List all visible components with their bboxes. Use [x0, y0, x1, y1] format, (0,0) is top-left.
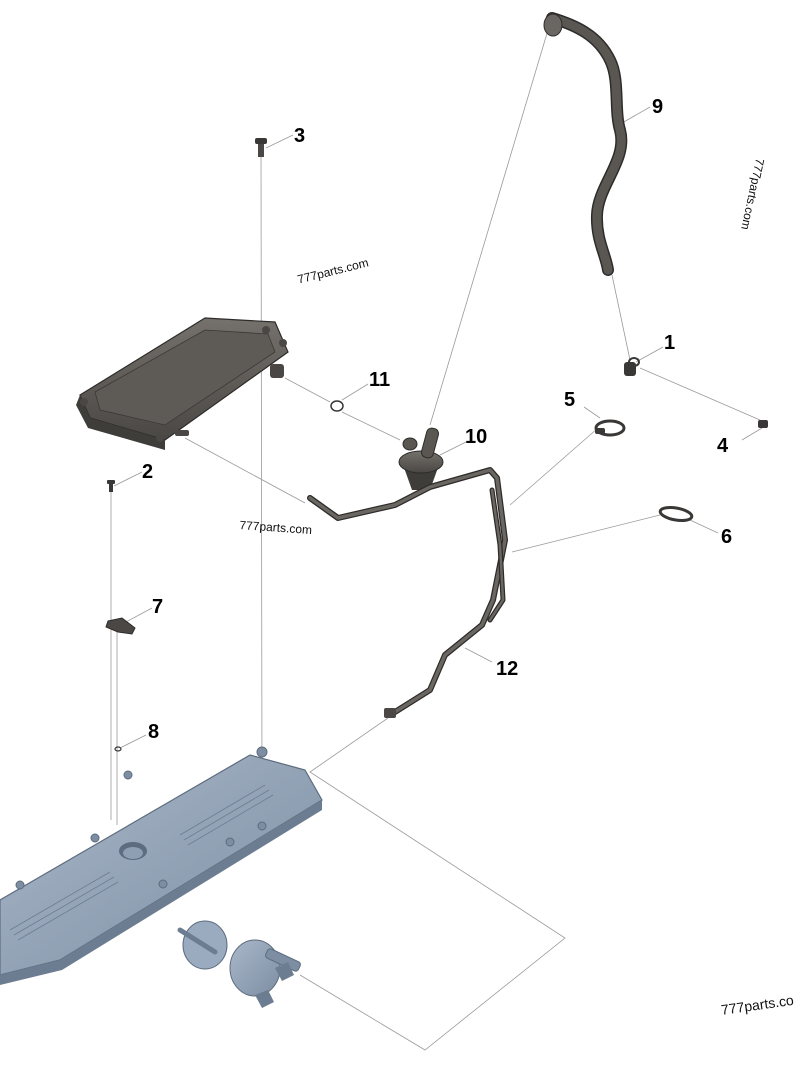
- part-2-bolt[interactable]: [107, 480, 115, 492]
- leader-line-6-to-12: [511, 514, 661, 553]
- leader-line-9-to-10: [429, 29, 549, 426]
- leader-line-11-to-housing: [284, 377, 331, 403]
- callout-9: 9: [652, 96, 664, 118]
- callout-4: 4: [717, 435, 729, 457]
- leader-line-12-callout: [464, 647, 493, 663]
- callout-11: 11: [369, 369, 391, 391]
- part-11-o-ring[interactable]: [330, 400, 344, 412]
- leader-line-9-callout: [621, 106, 651, 124]
- leader-line-3-callout: [265, 134, 294, 149]
- callout-5: 5: [564, 389, 576, 411]
- callout-7: 7: [152, 596, 164, 618]
- callout-2: 2: [142, 461, 154, 483]
- part-7-sensor[interactable]: [105, 617, 136, 635]
- part-8-o-ring[interactable]: [114, 746, 122, 752]
- leader-line-3: [260, 149, 263, 791]
- part-valve-cover[interactable]: [0, 746, 323, 985]
- leader-line-housing-to-12: [184, 437, 306, 504]
- leader-line-12-to-cover: [299, 717, 566, 1051]
- callout-12: 12: [496, 658, 519, 680]
- part-housing-dark[interactable]: [76, 317, 289, 450]
- leader-line-4-callout: [741, 427, 763, 441]
- leader-line-10-callout: [439, 441, 467, 456]
- callout-10: 10: [465, 426, 488, 448]
- leader-lines: [110, 29, 763, 1051]
- part-12-pipe[interactable]: [307, 467, 508, 718]
- leader-line-6-callout: [689, 519, 719, 534]
- part-10-valve[interactable]: [398, 427, 444, 490]
- leader-line-8-callout: [119, 734, 147, 749]
- part-4-bolt[interactable]: [758, 420, 768, 428]
- leader-line-9-to-1: [611, 274, 631, 361]
- callout-1: 1: [664, 332, 676, 354]
- part-6-seal-ring[interactable]: [658, 505, 694, 523]
- callout-6: 6: [721, 526, 733, 548]
- part-1-clip[interactable]: [624, 357, 640, 376]
- leader-line-1-to-4: [639, 367, 761, 421]
- leader-line-11-callout: [341, 383, 369, 401]
- leader-line-7-callout: [125, 607, 153, 623]
- leader-line-11-to-10: [341, 411, 401, 441]
- leader-line-5-to-12: [509, 427, 599, 506]
- leader-line-1-callout: [635, 346, 664, 363]
- part-9-hose[interactable]: [543, 12, 628, 276]
- callout-3: 3: [294, 125, 306, 147]
- part-3-bolt[interactable]: [255, 138, 267, 157]
- leader-line-2-callout: [113, 471, 143, 487]
- part-5-clamp[interactable]: [594, 419, 626, 437]
- callout-8: 8: [148, 721, 160, 743]
- part-oil-filler-neck[interactable]: [177, 920, 301, 1008]
- leader-line-5-callout: [583, 406, 601, 419]
